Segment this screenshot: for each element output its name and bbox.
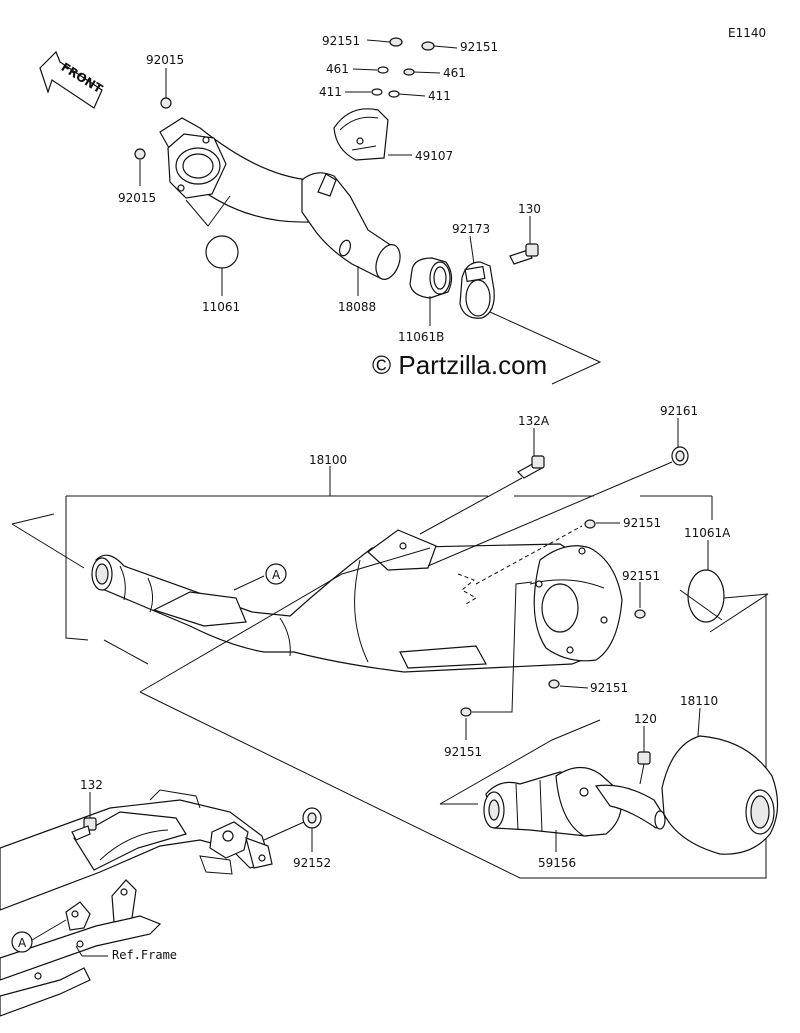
washer-461-right[interactable]: [403, 68, 441, 76]
svg-text:A: A: [18, 936, 27, 950]
callout-59156: 59156: [538, 856, 576, 870]
callout-92152: 92152: [293, 856, 331, 870]
bolt-132[interactable]: [71, 792, 97, 841]
bolt-92151-right-middle[interactable]: [634, 582, 646, 619]
callout-92173: 92173: [452, 222, 490, 236]
callout-11061B: 11061B: [398, 330, 444, 344]
callout-18088: 18088: [338, 300, 376, 314]
bolt-92151-upper-right[interactable]: [584, 519, 620, 529]
washer-461-left[interactable]: [352, 66, 389, 74]
header-pipe[interactable]: [159, 117, 404, 283]
watermark: © Partzilla.com: [372, 350, 547, 380]
callout-92151-b: 92151: [460, 40, 498, 54]
gasket-11061B[interactable]: [409, 257, 453, 326]
callout-461-b: 461: [443, 66, 466, 80]
bolt-92151-right[interactable]: [421, 41, 458, 51]
callout-18100: 18100: [309, 453, 347, 467]
spark-arrester-59156[interactable]: [483, 766, 666, 852]
clamp-92173[interactable]: [459, 235, 495, 319]
nut-92015-upper[interactable]: [160, 68, 172, 109]
bolt-92151-left[interactable]: [366, 37, 403, 47]
callout-92151-f: 92151: [444, 745, 482, 759]
callout-11061: 11061: [202, 300, 240, 314]
front-arrow: FRONT: [39, 50, 106, 109]
callout-92015-b: 92015: [118, 191, 156, 205]
callout-49107: 49107: [415, 149, 453, 163]
end-cap-18110[interactable]: [661, 707, 779, 855]
svg-text:A: A: [272, 568, 281, 582]
callout-130: 130: [518, 202, 541, 216]
callout-92151-d: 92151: [622, 569, 660, 583]
callout-411-b: 411: [428, 89, 451, 103]
callout-92151-e: 92151: [590, 681, 628, 695]
callout-11061A: 11061A: [684, 526, 731, 540]
collar-92152[interactable]: [263, 807, 322, 852]
reference-marker-a-lower: A: [11, 919, 67, 953]
frame-bracket: [0, 789, 273, 1017]
callout-92161: 92161: [660, 404, 698, 418]
bolt-132A[interactable]: [419, 428, 545, 535]
grommet-411-right[interactable]: [388, 90, 426, 98]
nut-92015-lower[interactable]: [134, 148, 146, 186]
collar-92161[interactable]: [427, 418, 689, 567]
callout-461-a: 461: [326, 62, 349, 76]
muffler-18100[interactable]: [91, 529, 623, 673]
bolt-92151-lower-left[interactable]: [460, 581, 533, 740]
callout-120: 120: [634, 712, 657, 726]
callout-92151-a: 92151: [322, 34, 360, 48]
bolt-130[interactable]: [509, 216, 539, 265]
bolt-120[interactable]: [637, 726, 651, 785]
reference-marker-a-upper: A: [233, 563, 287, 591]
callout-411-a: 411: [319, 85, 342, 99]
heat-guard-49107[interactable]: [333, 108, 389, 161]
callout-92151-c: 92151: [623, 516, 661, 530]
callout-132A: 132A: [518, 414, 550, 428]
gasket-11061A[interactable]: [679, 540, 725, 623]
gasket-11061[interactable]: [185, 195, 239, 296]
callout-92015-a: 92015: [146, 53, 184, 67]
diagram-code: E1140: [728, 26, 766, 40]
bolt-92151-lower-middle[interactable]: [548, 679, 589, 689]
grommet-411-left[interactable]: [345, 88, 383, 96]
ref-frame-label: Ref.Frame: [112, 948, 177, 962]
callout-132: 132: [80, 778, 103, 792]
callout-18110: 18110: [680, 694, 718, 708]
